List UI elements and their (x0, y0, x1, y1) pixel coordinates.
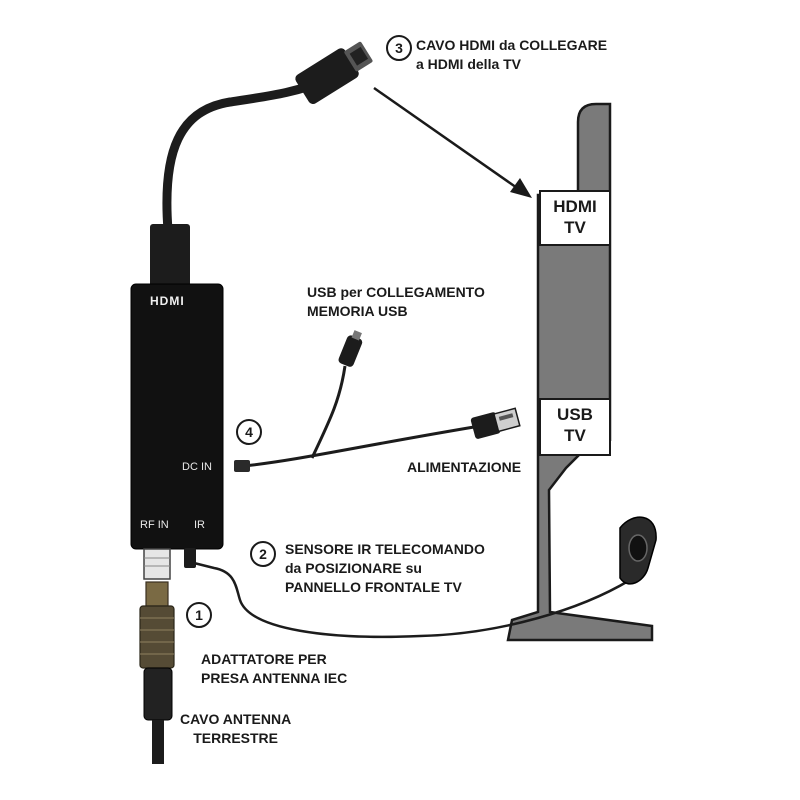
callout-line: ADATTATORE PER (201, 651, 327, 667)
micro-usb-plug (338, 330, 363, 367)
callout-line: SENSORE IR TELECOMANDO (285, 541, 485, 557)
hdmi-cable (162, 73, 335, 235)
callout-usb-memory: USB per COLLEGAMENTO MEMORIA USB (307, 283, 485, 321)
callout-line: PRESA ANTENNA IEC (201, 670, 348, 686)
tv-usb-port-box: USB TV (539, 398, 611, 456)
hdmi-arrow (373, 86, 521, 192)
iec-plug-body (143, 667, 173, 721)
callout-number-1: 1 (186, 602, 212, 628)
ir-sensor-eye (628, 534, 648, 562)
callout-number-4: 4 (236, 419, 262, 445)
ir-plug (184, 548, 196, 568)
callout-line: TERRESTRE (193, 730, 279, 746)
callout-antenna-cable: CAVO ANTENNA TERRESTRE (180, 710, 291, 748)
callout-ir-sensor: SENSORE IR TELECOMANDO da POSIZIONARE su… (285, 540, 485, 597)
ir-label: IR (194, 519, 205, 531)
tv-hdmi-port-box: HDMI TV (539, 190, 611, 246)
callout-line: PANNELLO FRONTALE TV (285, 579, 462, 595)
callout-line: a HDMI della TV (416, 56, 522, 72)
hdmi-plug (295, 41, 373, 105)
power-cable (243, 424, 481, 468)
tv-hdmi-port-line: HDMI (553, 197, 597, 216)
callout-number-2: 2 (250, 541, 276, 567)
antenna-cable (152, 720, 164, 764)
callout-line: ALIMENTAZIONE (407, 459, 522, 475)
dongle-body (130, 283, 224, 550)
callout-hdmi-cable: CAVO HDMI da COLLEGARE a HDMI della TV (416, 36, 607, 74)
callout-line: da POSIZIONARE su (285, 560, 422, 576)
callout-power: ALIMENTAZIONE (407, 458, 521, 477)
hdmi-arrow-head (510, 178, 532, 198)
iec-adapter (139, 605, 175, 669)
hdmi-strain-relief (150, 224, 190, 288)
usb-memory-cable (310, 365, 347, 459)
dc-plug (234, 460, 250, 472)
rf-in-label: RF IN (140, 519, 169, 531)
callout-number-3: 3 (386, 35, 412, 61)
hdmi-logo: HDMI (150, 294, 185, 308)
callout-line: CAVO ANTENNA (180, 711, 292, 727)
callout-line: CAVO HDMI da COLLEGARE (416, 37, 608, 53)
rf-connector (143, 548, 171, 580)
tv-usb-port-line: TV (564, 426, 586, 445)
callout-iec-adapter: ADATTATORE PER PRESA ANTENNA IEC (201, 650, 347, 688)
rf-nut (145, 581, 169, 607)
callout-line: USB per COLLEGAMENTO (307, 284, 485, 300)
ir-cable (189, 560, 631, 639)
tv-usb-port-line: USB (557, 405, 593, 424)
dc-in-label: DC IN (182, 461, 212, 473)
tv-hdmi-port-line: TV (564, 218, 586, 237)
callout-line: MEMORIA USB (307, 303, 408, 319)
usb-a-plug (470, 407, 521, 439)
